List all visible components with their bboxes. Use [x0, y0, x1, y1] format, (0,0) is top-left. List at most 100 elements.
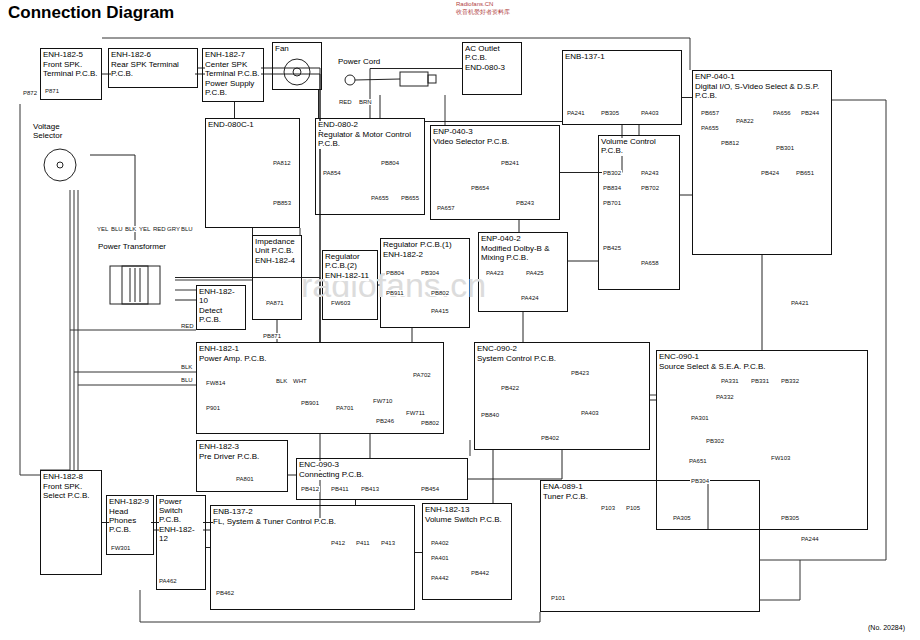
- board-name: ENH-182-7: [205, 51, 245, 60]
- connector-label: BLK: [275, 378, 288, 384]
- connector-label: PA812: [272, 160, 292, 166]
- circuit-board: ENA-089-1Tuner P.C.B.: [540, 480, 760, 612]
- board-description: Digital I/O, S-Video Select & D.S.P. P.C…: [695, 83, 829, 101]
- connector-label: PA655: [700, 125, 720, 131]
- watermark: Radiofans.CN: [455, 1, 494, 7]
- board-description: ENH-182-12: [159, 526, 203, 544]
- connector-label: YEL: [138, 226, 151, 232]
- wire-connector: [682, 97, 692, 98]
- connector-label: BLU: [110, 226, 124, 232]
- connector-label: PA243: [640, 170, 660, 176]
- connector-label: PA656: [772, 110, 792, 116]
- board-name: Impedance Unit P.C.B.: [255, 238, 299, 256]
- connector-label: PB911: [385, 290, 405, 296]
- connector-label: PA425: [525, 270, 545, 276]
- connector-label: PA701: [335, 405, 355, 411]
- wire-line: [445, 95, 446, 125]
- connector-label: PA403: [580, 410, 600, 416]
- board-description: Video Selector P.C.B.: [433, 138, 509, 147]
- connector-label: PB840: [480, 412, 500, 418]
- connector-label: PA702: [412, 372, 432, 378]
- board-name: ENB-137-2: [213, 508, 253, 517]
- connector-label: PB413: [360, 486, 380, 492]
- symbol-circle: [345, 75, 355, 85]
- board-description: Power Amp. P.C.B.: [199, 355, 266, 364]
- wire-connector: [680, 195, 692, 196]
- wire-connector: [318, 90, 319, 118]
- connector-label: PA241: [566, 110, 586, 116]
- connector-label: PB246: [375, 418, 395, 424]
- connector-label: PA658: [640, 260, 660, 266]
- connector-label: WHT: [292, 378, 308, 384]
- board-name: Voltage Selector: [33, 123, 87, 141]
- wire-line: [70, 330, 196, 331]
- wire-connector: [468, 450, 562, 479]
- connector-label: PB304: [420, 270, 440, 276]
- board-description: Modified Dolby-B & Mixing P.C.B.: [481, 245, 565, 263]
- board-description: Connecting P.C.B.: [299, 471, 364, 480]
- connector-label: PB454: [420, 486, 440, 492]
- wire-connector: [639, 125, 640, 135]
- connector-label: PB302: [602, 170, 622, 176]
- wire-connector: [412, 328, 413, 342]
- connector-label: PA332: [715, 394, 735, 400]
- board-name: AC Outlet P.C.B.: [465, 45, 519, 63]
- connector-label: PA462: [158, 578, 178, 584]
- board-name: ENH-182-5: [43, 51, 83, 60]
- connector-label: P872: [22, 90, 38, 96]
- connector-label: BLU: [180, 226, 194, 232]
- connector-label: PA801: [235, 476, 255, 482]
- circuit-board: Impedance Unit P.C.B.ENH-182-4: [252, 235, 302, 320]
- board-name: ENC-090-1: [659, 353, 699, 362]
- connector-label: PB305: [780, 515, 800, 521]
- connector-label: PB853: [272, 200, 292, 206]
- symbol-circle: [284, 59, 310, 85]
- wire-connector: [370, 69, 462, 119]
- circuit-board: AC Outlet P.C.B.END-080-3: [462, 42, 522, 95]
- circuit-board: ENC-090-1Source Select & S.E.A. P.C.B.: [656, 350, 868, 530]
- board-name: ENH-182-3: [199, 443, 239, 452]
- connector-label: P901: [205, 405, 221, 411]
- symbol-line: [355, 79, 400, 80]
- board-name: ENH-182-6: [111, 51, 151, 60]
- connector-label: PB654: [470, 185, 490, 191]
- connector-label: PA331: [720, 378, 740, 384]
- connector-label: PB332: [780, 378, 800, 384]
- wire-connector: [288, 475, 296, 476]
- connector-label: PB423: [570, 370, 590, 376]
- board-name: Regulator P.C.B.(1): [383, 241, 452, 250]
- wire-line: [78, 385, 196, 386]
- connector-label: P101: [550, 595, 566, 601]
- connector-label: YEL: [96, 226, 109, 232]
- board-name: ENH-182-13: [425, 506, 469, 515]
- board-name: ENP-040-2: [481, 235, 521, 244]
- watermark: 收音机爱好者资料库: [455, 9, 511, 15]
- wire-connector: [523, 312, 524, 342]
- wire-line: [20, 104, 40, 475]
- wire-connector: [234, 102, 235, 118]
- board-name: ENC-090-2: [477, 345, 517, 354]
- connector-label: RED: [152, 226, 167, 232]
- connector-label: PB651: [795, 170, 815, 176]
- connector-label: PA854: [322, 170, 342, 176]
- connector-label: PA415: [430, 308, 450, 314]
- circuit-board: ENC-090-3Connecting P.C.B.: [296, 458, 468, 500]
- connector-label: PB702: [640, 185, 660, 191]
- wire-connector: [370, 434, 371, 458]
- connector-label: PA655: [370, 195, 390, 201]
- board-description: Source Select & S.E.A. P.C.B.: [659, 363, 766, 372]
- connector-label: BLK: [180, 364, 193, 370]
- connector-label: PA244: [800, 536, 820, 542]
- board-name: ENH-182-1: [199, 345, 239, 354]
- wire-connector: [380, 95, 381, 118]
- board-description: END-080-3: [465, 64, 505, 73]
- connector-label: BRN: [358, 99, 373, 105]
- connector-label: PA401: [430, 555, 450, 561]
- board-name: ENH-182-8: [43, 473, 83, 482]
- circuit-board: Volume Control P.C.B.: [598, 135, 680, 290]
- circuit-board: ENH-182-1Power Amp. P.C.B.: [196, 342, 444, 434]
- wire-connector: [175, 228, 253, 278]
- circuit-board: Fan: [272, 42, 322, 90]
